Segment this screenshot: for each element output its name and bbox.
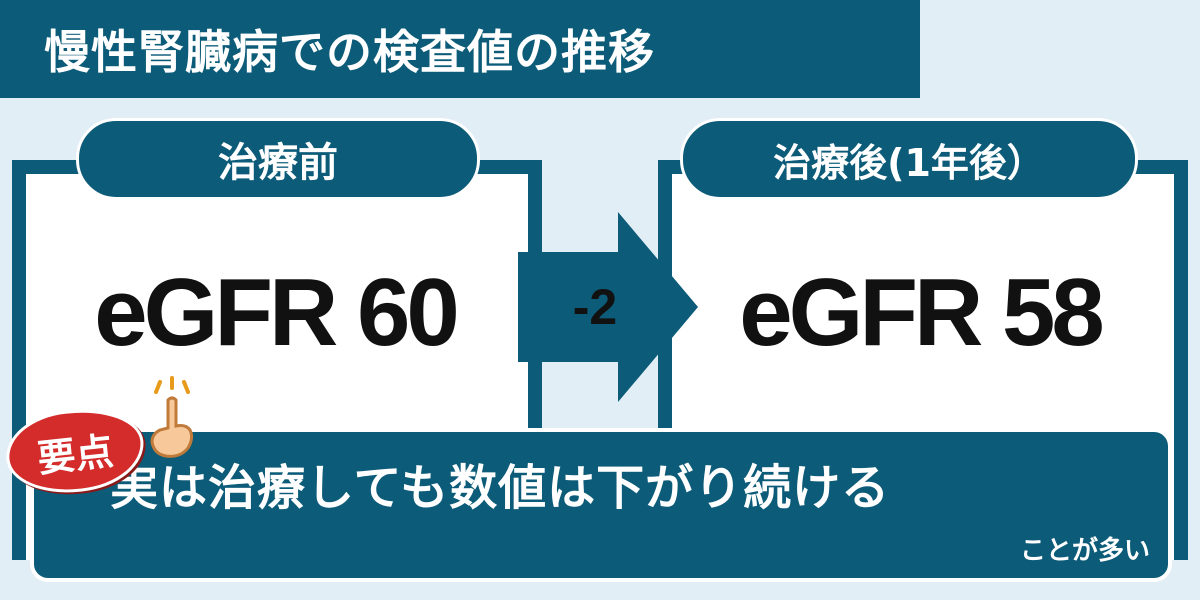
summary-sub-text: ことが多い <box>1019 536 1150 566</box>
summary-box <box>30 428 1172 582</box>
arrow-right-icon <box>518 212 698 402</box>
summary-main-text: 実は治療しても数値は下がり続ける <box>110 460 891 516</box>
before-value: eGFR 60 <box>94 259 459 366</box>
page-title: 慢性腎臓病での検査値の推移 <box>0 0 920 98</box>
before-label: 治療前 <box>76 118 480 200</box>
after-label: 治療後(1年後） <box>680 118 1138 200</box>
change-value: -2 <box>572 279 618 335</box>
after-value: eGFR 58 <box>739 259 1104 366</box>
pointing-finger-icon <box>150 376 194 458</box>
